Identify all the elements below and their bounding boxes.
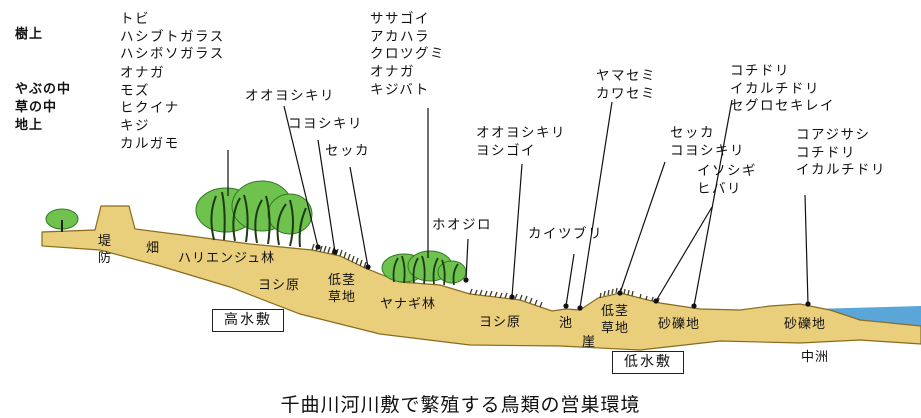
terrain-label: 草地 [328,290,357,305]
bird-label: キジバト [370,81,430,98]
pointer-lines [227,99,809,309]
tree-top-birds: トビ ハシブトガラス ハシボソガラス [120,11,225,64]
bird-label: カイツブリ [528,226,603,242]
bird-label: カルガモ [120,135,180,152]
bird-label: イカルチドリ [730,80,820,97]
terrain-label: 低茎 [601,304,630,319]
bird-label: トビ [120,11,150,27]
terrain-label: 防 [98,251,113,266]
bird-label: セグロセキレイ [730,98,835,115]
bird-label: コチドリ [730,63,790,79]
bird-label: コヨシキリ [670,142,745,159]
ground-profile [41,205,921,351]
bird-label: コアジサシ [796,127,871,143]
bird-label: キジ [120,118,150,135]
bird-label: ヒクイナ [120,100,180,117]
bird-label: ヨシゴイ [476,142,536,159]
terrain-label: 砂礫地 [784,317,827,332]
diagram-caption: 千曲川河川敷で繁殖する鳥類の営巣環境 [280,394,641,416]
terrain-label: 中洲 [801,350,830,365]
bird-label: イソシギ [697,163,757,179]
terrain-label: 草地 [601,321,630,336]
levee-tree [45,208,79,232]
terrain-label: 畑 [146,241,161,256]
terrain-label: 低茎 [328,273,357,288]
terrain-label: 崖 [582,335,597,350]
bird-label: カワセミ [596,85,656,102]
bird-label: コチドリ [796,144,856,161]
bird-label: ヤマセミ [596,68,656,84]
bird-label: イカルチドリ [796,162,886,179]
bird-label: ハシボソガラス [120,46,225,63]
bird-label: クロツグミ [370,46,445,63]
terrain-label: ヨシ原 [479,315,522,330]
bush-birds: オナガ モズ ヒクイナ キジ カルガモ [120,65,180,154]
zone-high-water: 高水敷 [212,309,284,332]
gravel-birds: イソシギ ヒバリ [697,163,757,198]
terrain-label: ハリエンジュ林 [178,251,276,266]
lowgrass-birds: セッカ コヨシキリ [670,125,745,160]
bird-label: セッカ [670,125,715,141]
terrain-label: 堤 [98,234,113,249]
category-ground: 地上 [15,118,44,133]
cliff-birds: ヤマセミ カワセミ [596,68,656,103]
terrain-label: ヨシ原 [258,278,301,293]
bird-label: ホオジロ [432,217,492,233]
bird-label: ササゴイ [370,11,430,27]
upper-center-birds: ササゴイ アカハラ クロツグミ オナガ キジバト [370,11,445,100]
bird-label: オナガ [120,65,165,81]
bird-label: コヨシキリ [288,116,363,132]
terrain-label: 池 [559,316,574,331]
zone-low-water: 低水敷 [612,351,684,374]
terrain-label: ヤナギ林 [380,297,437,312]
reed-pair-birds: オオヨシキリ ヨシゴイ [476,125,566,160]
category-bush: やぶの中 [15,82,72,97]
bird-label: ヒバリ [697,180,742,197]
willow-shrubs [381,250,467,286]
bird-label: ハシブトガラス [120,28,225,45]
bird-label: オナガ [370,64,415,81]
category-grass: 草の中 [15,100,58,115]
terrain-label: 砂礫地 [658,317,701,332]
bird-label: モズ [120,82,150,99]
locust-shrubs [195,180,313,248]
bird-label: アカハラ [370,28,430,45]
category-tree-top: 樹上 [15,27,44,42]
bird-label: オオヨシキリ [245,88,335,104]
bird-label: セッカ [325,143,370,159]
bird-label: オオヨシキリ [476,125,566,141]
plover-birds: コチドリ イカルチドリ セグロセキレイ [730,63,835,116]
sandbar-birds: コアジサシ コチドリ イカルチドリ [796,127,886,180]
nest-points [315,244,811,311]
